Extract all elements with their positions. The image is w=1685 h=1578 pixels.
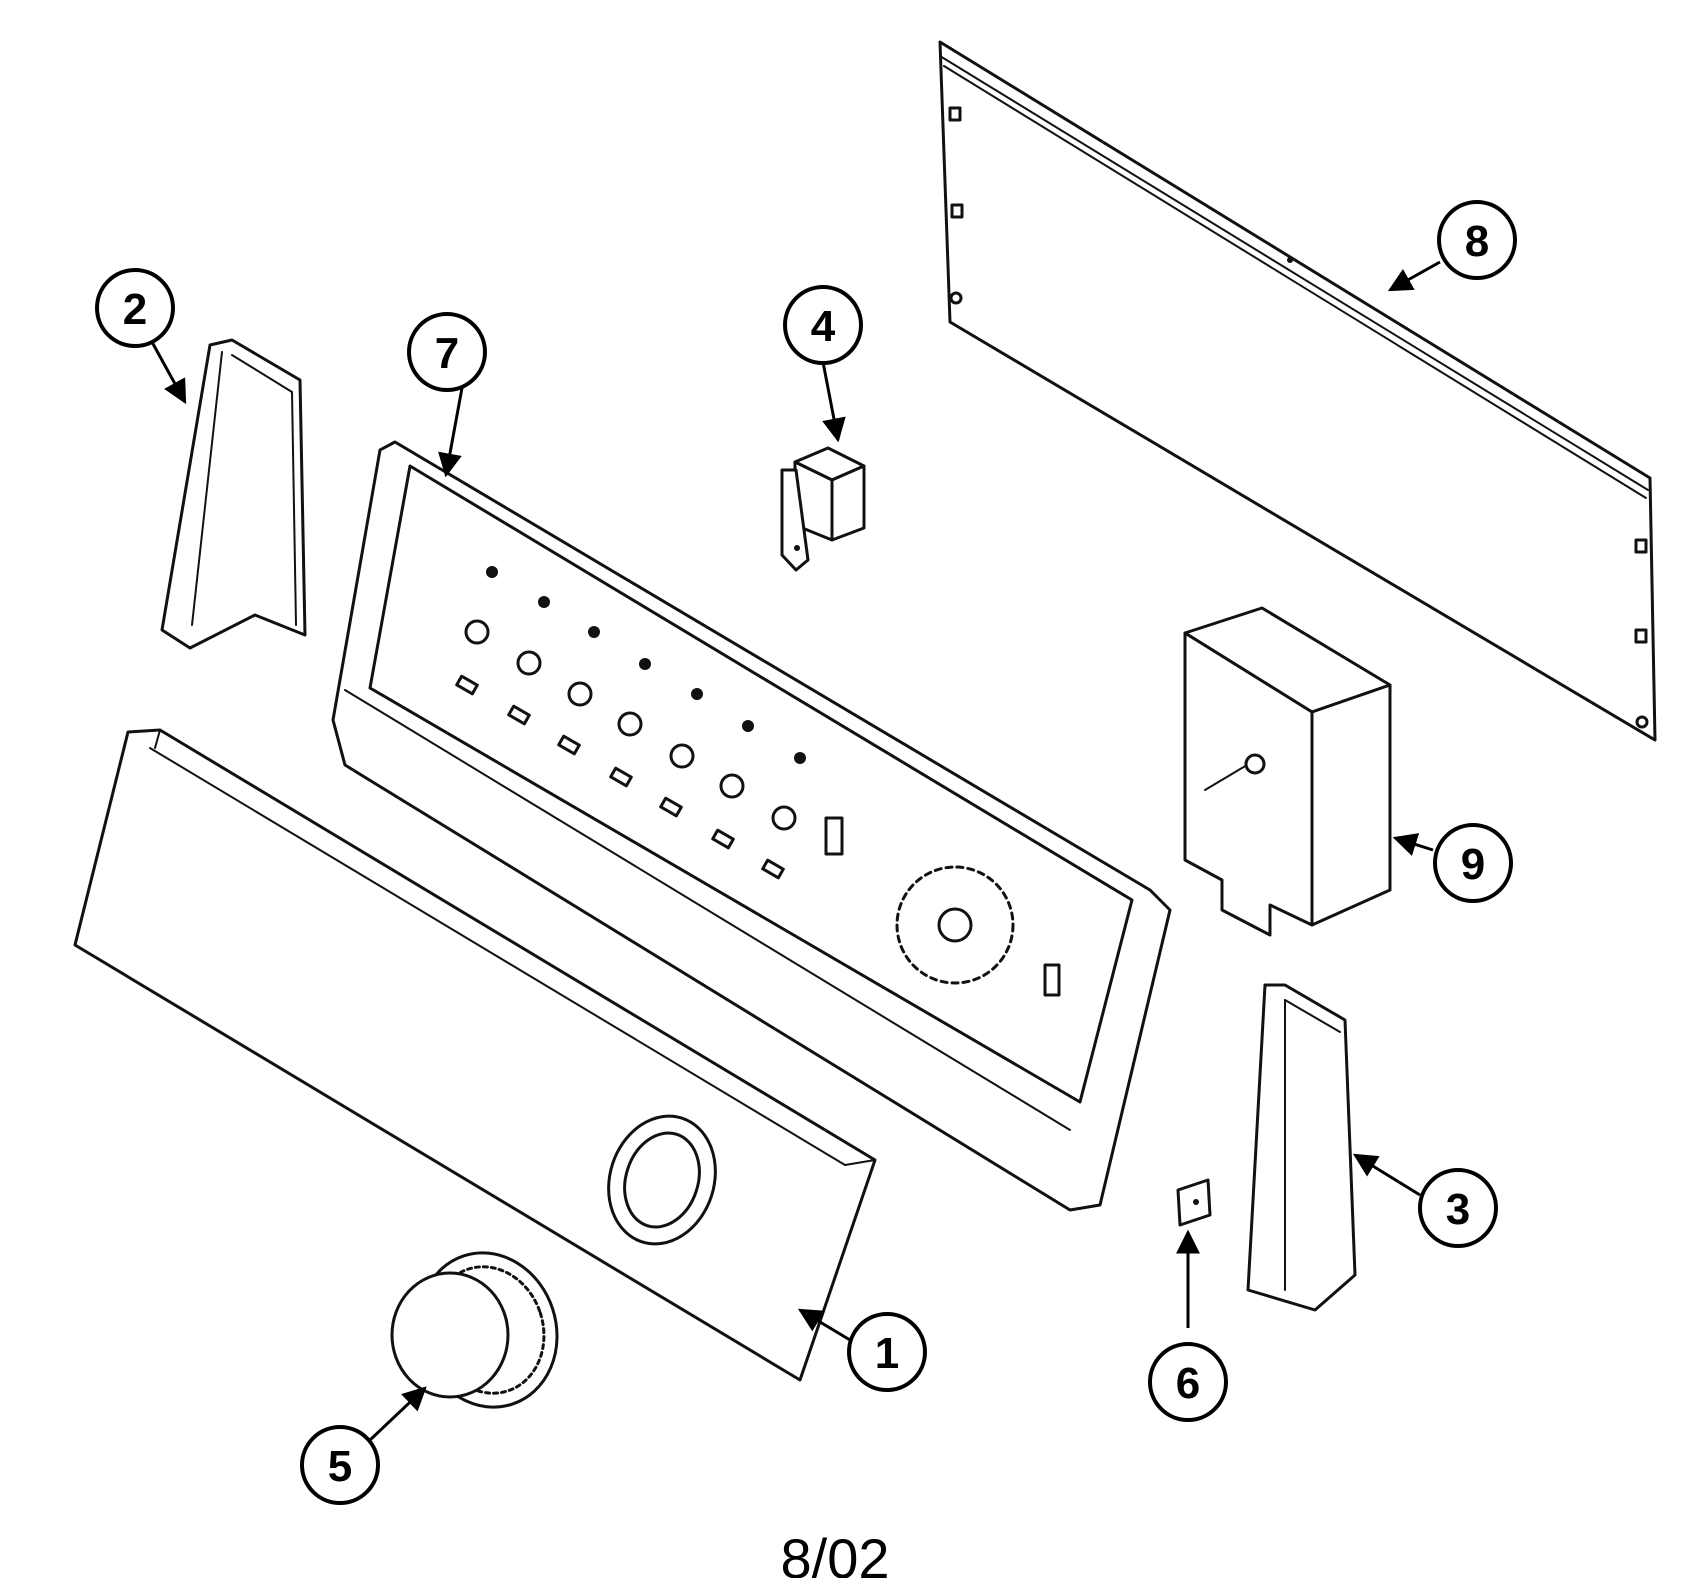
callout-2-label: 2 [123, 285, 147, 334]
part-left-end-cap [160, 338, 307, 650]
leader-lines [150, 260, 1441, 1442]
callout-9: 9 [1433, 823, 1513, 903]
part-knob [390, 1251, 559, 1409]
callout-5: 5 [300, 1425, 380, 1505]
callout-8-label: 8 [1465, 217, 1489, 266]
callout-1: 1 [847, 1312, 927, 1392]
callout-4-label: 4 [811, 302, 836, 351]
callout-6-label: 6 [1176, 1359, 1200, 1408]
callout-3: 3 [1418, 1168, 1498, 1248]
callout-9-label: 9 [1461, 840, 1485, 889]
callout-7: 7 [407, 312, 487, 392]
part-switch [780, 446, 866, 572]
callout-6: 6 [1148, 1342, 1228, 1422]
callout-7-label: 7 [435, 329, 459, 378]
callout-1-label: 1 [875, 1329, 899, 1378]
callout-8: 8 [1437, 200, 1517, 280]
callout-3-label: 3 [1446, 1185, 1470, 1234]
part-control-panel [331, 440, 1172, 1212]
part-back-panel [938, 40, 1657, 742]
part-front-panel [73, 728, 877, 1382]
date-code: 8/02 [781, 1527, 890, 1578]
part-control-module [1183, 606, 1392, 937]
callout-2: 2 [95, 268, 175, 348]
callout-5-label: 5 [328, 1442, 352, 1491]
callout-4: 4 [783, 285, 863, 365]
part-clip [1176, 1178, 1212, 1227]
part-right-end-cap [1246, 983, 1357, 1312]
